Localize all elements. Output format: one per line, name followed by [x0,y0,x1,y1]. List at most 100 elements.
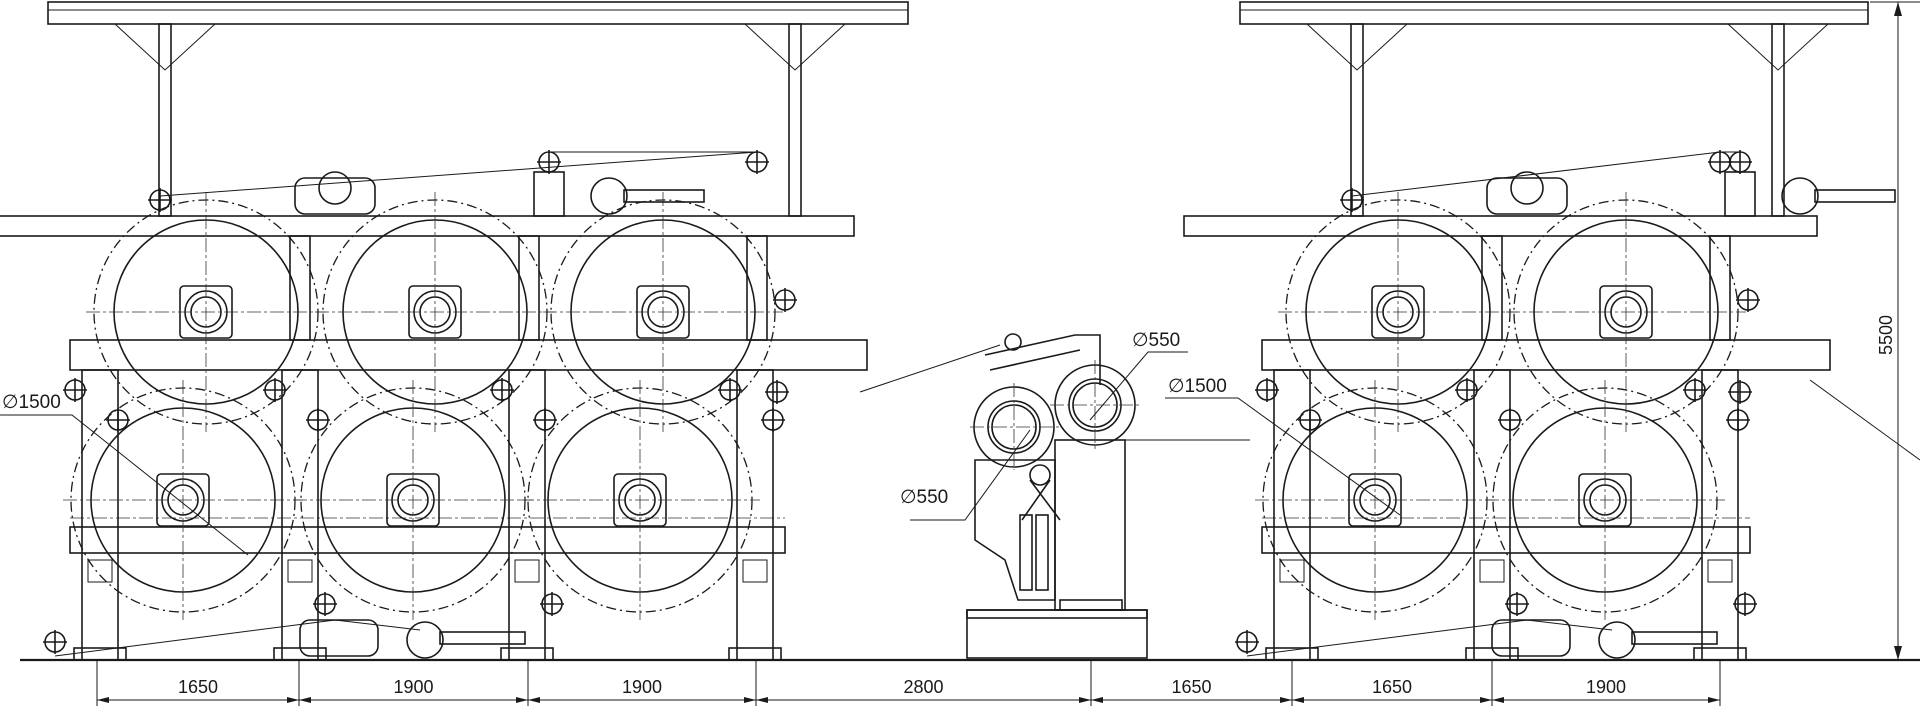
valve-cross [761,408,785,432]
roof-post [158,23,172,217]
bottom-drive-motor [299,619,379,657]
lower-beam [1261,526,1751,554]
bottom-pump [1598,621,1636,659]
valve-cross [765,380,789,404]
center-upper-roll-diameter-label: ∅550 [1132,330,1180,351]
valve-cross [1298,408,1322,432]
roll-centerline [293,380,533,620]
valve-cross [306,408,330,432]
valve-cross [1455,378,1479,402]
frame-column [1701,369,1739,661]
column-bracket [87,559,113,583]
dimension-value: 2800 [903,677,943,697]
roll-centerline [1278,192,1518,432]
center-lower-roll-diameter-label: ∅550 [900,487,948,508]
roof-beam [1239,1,1869,25]
roof-post [1350,23,1364,217]
upper-column [1481,235,1503,341]
dimension-value: 1650 [178,677,218,697]
bottom-pump [406,621,444,659]
valve-cross [1340,188,1364,212]
column-bracket [1479,559,1505,583]
pump-pipe [623,189,705,203]
dimension-value: 1900 [622,677,662,697]
frame-column [1473,369,1511,661]
middle-beam [1261,339,1831,371]
roll-centerline [1255,380,1495,620]
valve-cross [1235,630,1259,654]
machine-frames [0,1,1896,661]
lower-beam [69,526,786,554]
valve-cross [745,150,769,174]
valve-cross [43,630,67,654]
left-roll-diameter-label: ∅1500 [2,392,61,413]
dimension-value: 1650 [1372,677,1412,697]
gearbox [1724,171,1756,217]
frame-column [281,369,319,661]
roof-beam [47,1,909,25]
drive-motor-fan [1510,171,1544,205]
valve-cross [1728,380,1752,404]
frame-column [508,369,546,661]
pump [1781,177,1819,215]
valve-cross [773,288,797,312]
valve-cross [718,378,742,402]
frame-column [1273,369,1311,661]
bottom-dimension-chain: 1650 1900 1900 2800 1650 1650 1900 [96,660,1721,706]
center-winding-unit: ∅550 ∅550 [859,330,1250,659]
valve-cross [148,188,172,212]
valve-cross [540,592,564,616]
roll-diameter-callouts: ∅1500 ∅1500 [0,376,1401,556]
bottom-drive-motor [1491,619,1571,657]
bottom-pump-pipe [439,631,526,645]
valve-cross [263,378,287,402]
upper-deck [1183,215,1818,237]
gearbox [533,171,565,217]
roll-centerline [520,380,760,620]
upper-column [518,235,540,341]
column-bracket [742,559,768,583]
roof-brace [1727,23,1829,71]
drive-motor [294,177,376,215]
column-bracket [1707,559,1733,583]
column-bracket [1279,559,1305,583]
dimension-value: 1900 [393,677,433,697]
valve-cross [537,150,561,174]
valve-cross [1726,408,1750,432]
bottom-drive-belt [1246,619,1613,657]
upper-column [746,235,768,341]
dimension-value: 1650 [1171,677,1211,697]
valve-cross [490,378,514,402]
valve-cross [1736,288,1760,312]
valve-cross [63,378,87,402]
drive-motor [1486,177,1568,215]
roof-post [1771,23,1785,217]
middle-beam [69,339,868,371]
pump [590,177,628,215]
drive-belt [1351,151,1740,197]
valve-cross [1505,592,1529,616]
valve-cross [533,408,557,432]
drying-machine [0,1,909,661]
roof-brace [1306,23,1408,71]
roof-brace [114,23,216,71]
bottom-pump-pipe [1631,631,1718,645]
valve-cross [1733,592,1757,616]
roll-centerline [543,192,783,432]
roof-brace [744,23,846,71]
roll-centerline [1485,380,1725,620]
roll-centerline [315,192,555,432]
dimension-value: 1900 [1586,677,1626,697]
valve-cross [1708,150,1732,174]
upper-column [289,235,311,341]
valve-cross [1255,378,1279,402]
column-bracket [287,559,313,583]
upper-column [1709,235,1731,341]
valve-cross [1498,408,1522,432]
roll-centerline [86,192,326,432]
bottom-drive-belt [54,619,421,657]
upper-deck [0,215,855,237]
column-bracket [514,559,540,583]
overall-height-label: 5500 [1876,315,1896,355]
